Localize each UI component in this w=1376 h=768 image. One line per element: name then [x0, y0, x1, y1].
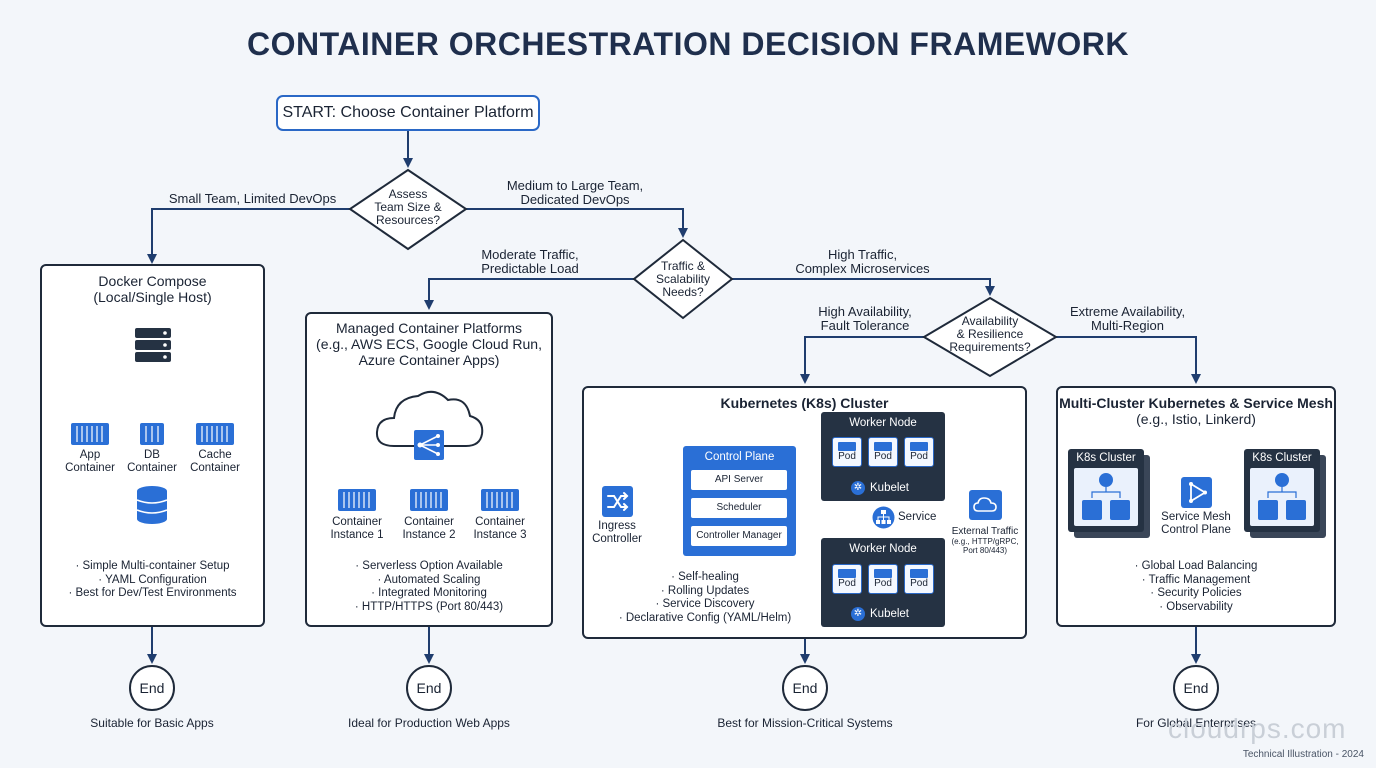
watermark: cloudrps.com [1168, 713, 1347, 744]
container-icon [196, 423, 234, 445]
api-server: API Server [691, 470, 787, 490]
multi-cluster-bullets: · Global Load Balancing · Traffic Manage… [1134, 560, 1258, 613]
pod: Pod [832, 437, 862, 467]
pod: Pod [904, 437, 934, 467]
end-node: End [782, 665, 828, 711]
pod: Pod [868, 564, 898, 594]
footer-credit: Technical Illustration - 2024 [1242, 749, 1364, 760]
kubelet-label: Kubelet [870, 482, 910, 494]
decision-availability-diamond [922, 296, 1058, 378]
kubernetes-cluster-title: Kubernetes (K8s) Cluster [720, 395, 889, 411]
cloud-icon [969, 490, 1002, 520]
kubelet-label: Kubelet [870, 608, 910, 620]
shuffle-icon [602, 486, 633, 517]
db-container-label: DB Container [127, 449, 177, 474]
cluster-topology-icon [1250, 468, 1314, 526]
edge-high-traffic: High Traffic, Complex Microservices [795, 247, 930, 276]
edge-moderate-traffic: Moderate Traffic, Predictable Load [481, 247, 579, 276]
worker-node-title: Worker Node [849, 417, 917, 429]
cluster-topology-icon [1074, 468, 1138, 526]
multi-cluster-title: Multi-Cluster Kubernetes & Service Mesh … [1059, 395, 1333, 427]
page-title: CONTAINER ORCHESTRATION DECISION FRAMEWO… [246, 26, 1129, 62]
service-label: Service [898, 511, 937, 523]
controller-manager: Controller Manager [691, 526, 787, 546]
container-icon [140, 423, 164, 445]
container-icon [338, 489, 376, 511]
end-caption: Ideal for Production Web Apps [348, 716, 510, 730]
server-icon [135, 328, 171, 362]
pod: Pod [832, 564, 862, 594]
pod: Pod [904, 564, 934, 594]
container-icon [410, 489, 448, 511]
cache-container-label: Cache Container [190, 449, 240, 474]
kubernetes-cluster-box [582, 386, 1027, 639]
container-instance-2-label: Container Instance 2 [402, 516, 456, 541]
service-mesh-label: Service Mesh Control Plane [1161, 511, 1231, 536]
docker-compose-title: Docker Compose (Local/Single Host) [93, 273, 212, 305]
mesh-icon [1181, 477, 1212, 508]
container-icon [481, 489, 519, 511]
managed-platforms-bullets: · Serverless Option Available · Automate… [354, 560, 504, 613]
end-caption: For Global Enterprises [1135, 716, 1257, 730]
end-node: End [129, 665, 175, 711]
database-icon [136, 486, 168, 524]
app-container-label: App Container [65, 449, 115, 474]
container-instance-3-label: Container Instance 3 [473, 516, 527, 541]
end-caption: Suitable for Basic Apps [90, 716, 214, 730]
edge-high-availability: High Availability, Fault Tolerance [818, 304, 912, 333]
start-node: START: Choose Container Platform [276, 95, 540, 131]
external-traffic-label: External Traffic (e.g., HTTP/gRPC, Port … [951, 526, 1019, 555]
ingress-controller-label: Ingress Controller [592, 520, 642, 545]
edge-medium-team: Medium to Large Team, Dedicated DevOps [506, 178, 644, 207]
scheduler: Scheduler [691, 498, 787, 518]
decision-team-diamond [348, 168, 468, 251]
managed-platforms-box [305, 312, 553, 627]
worker-node-title: Worker Node [849, 543, 917, 555]
decision-traffic-label: Traffic & Scalability Needs? [655, 259, 711, 299]
end-caption: Best for Mission-Critical Systems [717, 716, 893, 730]
container-instance-1-label: Container Instance 1 [330, 516, 384, 541]
end-node: End [406, 665, 452, 711]
decision-traffic-diamond [632, 238, 734, 320]
kubernetes-bullets: · Self-healing · Rolling Updates · Servi… [618, 571, 792, 624]
container-icon [71, 423, 109, 445]
edge-small-team: Small Team, Limited DevOps [168, 191, 337, 206]
decision-availability-label: Availability & Resilience Requirements? [949, 314, 1031, 354]
decision-team-label: Assess Team Size & Resources? [374, 187, 442, 227]
cloud-icon [375, 390, 484, 460]
end-node: End [1173, 665, 1219, 711]
pod: Pod [868, 437, 898, 467]
edge-extreme-availability: Extreme Availability, Multi-Region [1069, 304, 1186, 333]
managed-platforms-title: Managed Container Platforms (e.g., AWS E… [316, 320, 542, 368]
docker-compose-box [40, 264, 265, 627]
kubernetes-icon: ✲ [851, 607, 865, 621]
docker-compose-bullets: · Simple Multi-container Setup · YAML Co… [68, 560, 237, 599]
control-plane-title: Control Plane [704, 451, 775, 463]
service-icon [872, 506, 895, 529]
kubernetes-icon: ✲ [851, 481, 865, 495]
